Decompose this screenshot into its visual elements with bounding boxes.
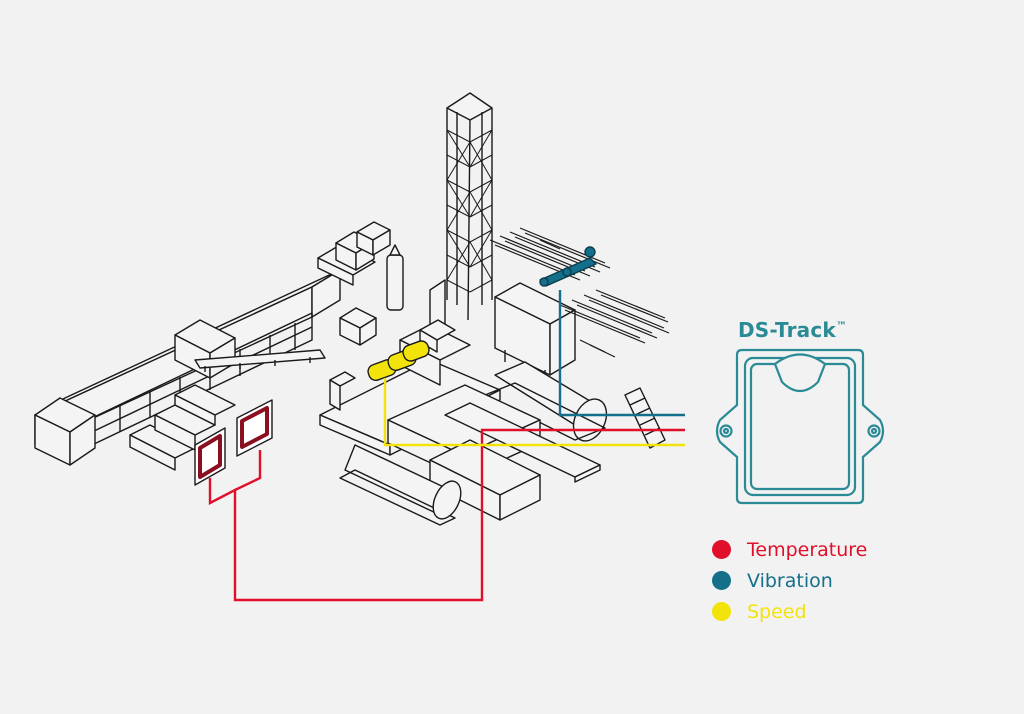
device-title: DS-Track™ (738, 318, 847, 342)
temperature-line-branch (234, 450, 262, 492)
pump-units (129, 384, 236, 471)
tank-front (339, 444, 462, 526)
legend-item-temperature: Temperature (712, 534, 867, 565)
top-drive-vibration-sensor (539, 246, 597, 287)
temperature-line (208, 428, 685, 602)
legend-dot (712, 571, 731, 590)
derrick-tower (446, 92, 493, 321)
legend-item-speed: Speed (712, 596, 867, 627)
device-name: DS-Track (738, 318, 836, 342)
ds-track-device (715, 348, 885, 505)
generator-boxes (317, 221, 404, 346)
legend-label: Temperature (747, 538, 868, 561)
temperature-sensor-left (194, 427, 226, 486)
trademark-symbol: ™ (835, 319, 848, 333)
inclined-conveyor (194, 349, 326, 372)
legend-dot (712, 540, 731, 559)
legend-label: Vibration (747, 569, 833, 592)
legend-dot (712, 602, 731, 621)
vibration-line (558, 290, 685, 417)
temperature-sensor-right (236, 399, 273, 457)
legend-label: Speed (747, 600, 807, 623)
mud-house (494, 282, 576, 382)
legend-item-vibration: Vibration (712, 565, 867, 596)
drawworks-speed-sensor (367, 340, 430, 382)
catwalk-ramp (624, 387, 666, 449)
speed-line (383, 378, 685, 447)
